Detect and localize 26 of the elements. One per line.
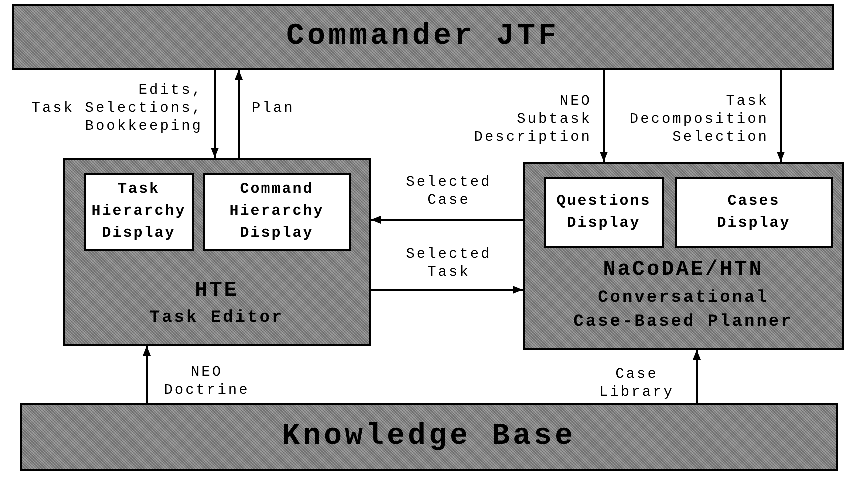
- display-box: [84, 173, 194, 251]
- node-title: Knowledge Base: [282, 422, 576, 452]
- node-title: Task Hierarchy Display: [90, 180, 188, 244]
- system-bar: [20, 403, 838, 471]
- node-title: HTE: [195, 278, 239, 305]
- display-box: [675, 177, 833, 248]
- node-title: Command Hierarchy Display: [228, 180, 326, 244]
- module-panel: [63, 158, 371, 346]
- node-title: Cases Display: [716, 192, 792, 234]
- node-subtitle: Conversational Case-Based Planner: [574, 288, 794, 334]
- arrow: [600, 70, 608, 162]
- display-box: [203, 173, 351, 251]
- system-bar: [12, 4, 834, 70]
- arrow: [693, 350, 701, 403]
- display-box: [544, 177, 664, 248]
- module-panel: [523, 162, 844, 350]
- node-title: Commander JTF: [286, 22, 560, 52]
- node-subtitle: Task Editor: [150, 308, 284, 330]
- node-title: NaCoDAE/HTN: [603, 258, 764, 284]
- node-title: Questions Display: [556, 192, 652, 234]
- arrow: [371, 216, 523, 224]
- arrow: [143, 346, 151, 403]
- arrow: [371, 286, 523, 294]
- arrow: [235, 70, 243, 158]
- arrow: [211, 70, 219, 158]
- arrow: [777, 70, 785, 162]
